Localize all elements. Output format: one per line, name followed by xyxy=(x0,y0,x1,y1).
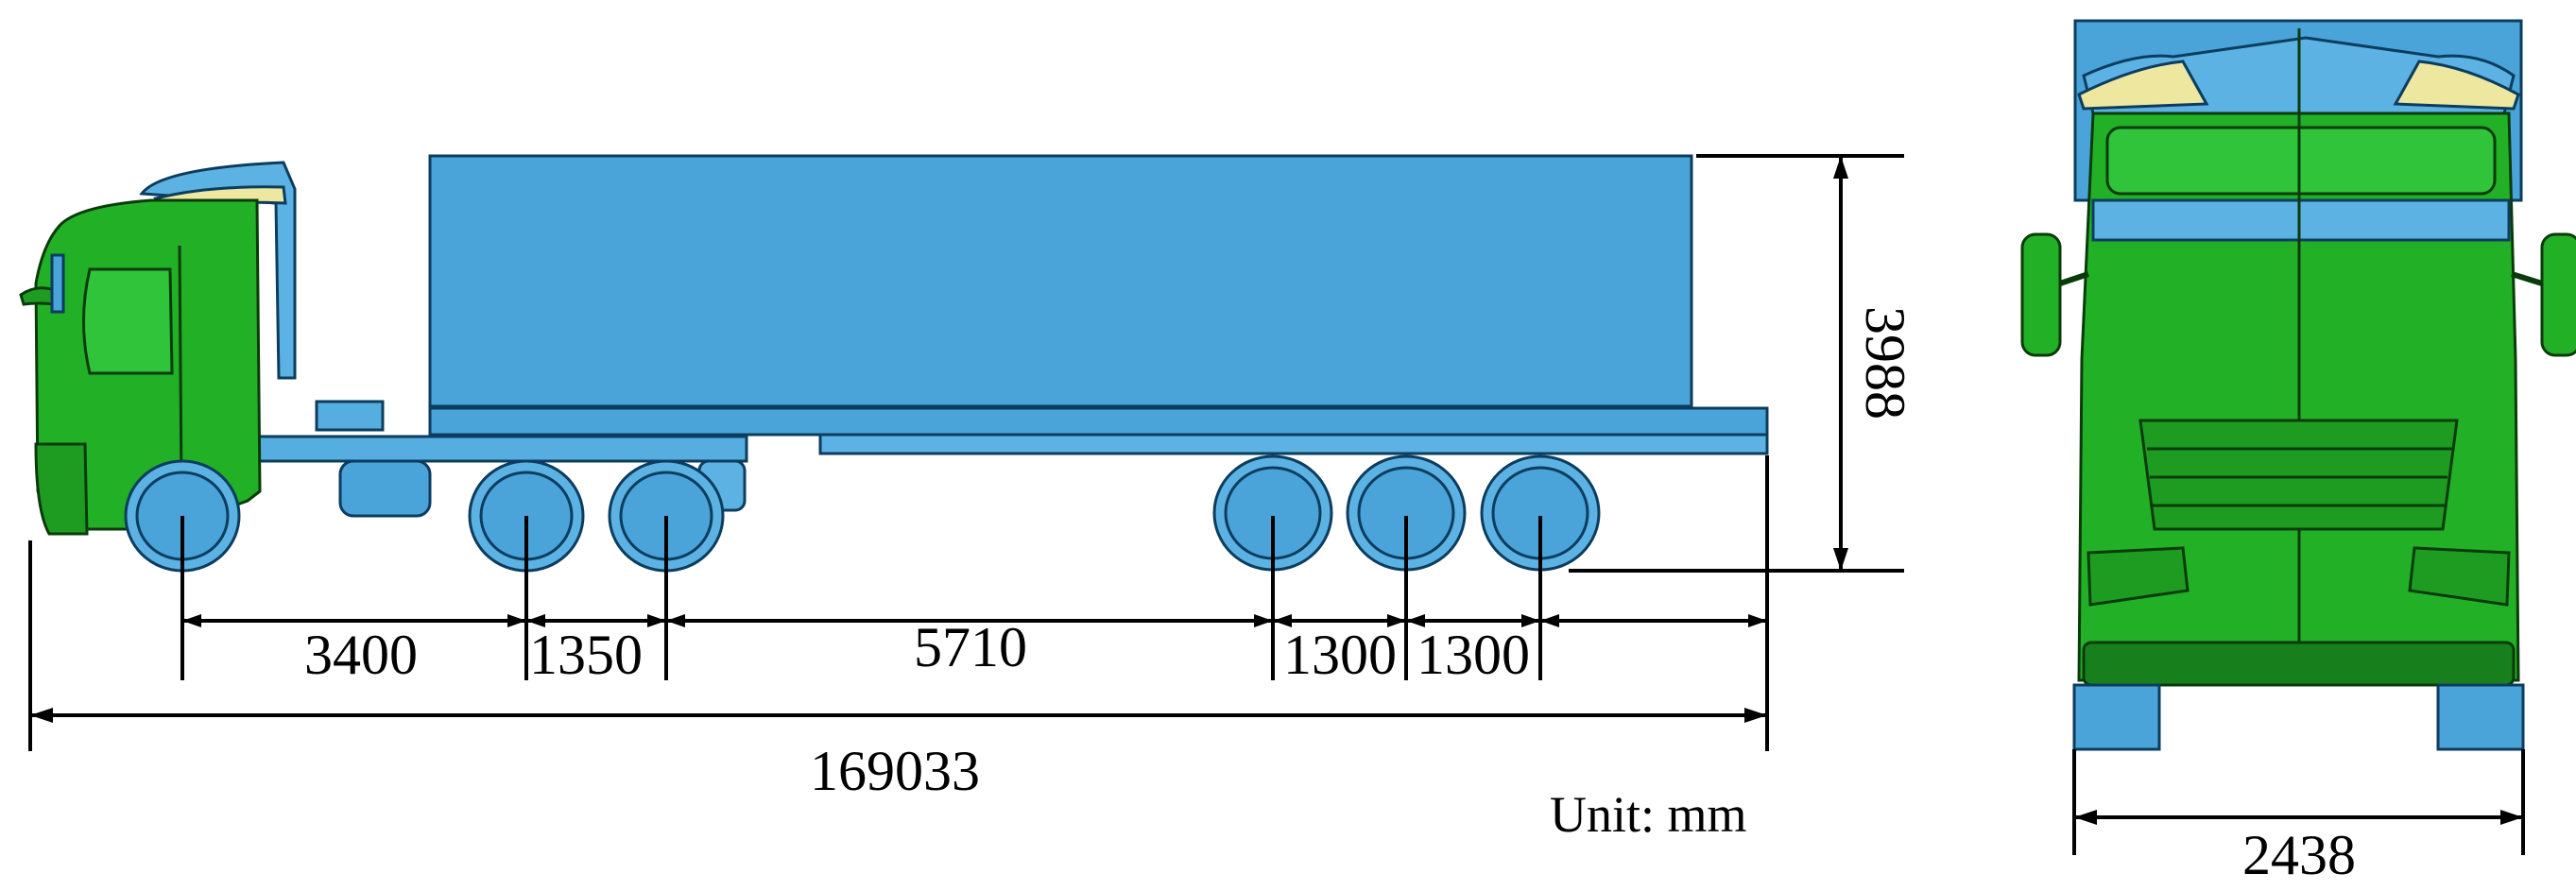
front-view-headlight-right xyxy=(2408,546,2511,607)
width-dimension-line xyxy=(2072,749,2525,855)
front-view-sun-visor xyxy=(2091,198,2511,242)
dim-label-height: 3988 xyxy=(1854,306,1916,420)
trailer-box xyxy=(428,154,1693,408)
cab-door-line xyxy=(178,245,183,492)
front-view-tyre-right xyxy=(2436,683,2525,751)
tractor-chassis xyxy=(253,435,748,463)
front-view-bumper xyxy=(2082,641,2516,687)
dim-label-5710: 5710 xyxy=(914,616,1027,678)
trailer-wheel-2 xyxy=(1346,454,1467,572)
dim-label-width: 2438 xyxy=(2242,824,2356,886)
mirror-arm xyxy=(50,253,65,314)
axle-spacing-dimension-line xyxy=(182,614,1767,627)
unit-label: Unit: mm xyxy=(1550,786,1747,843)
front-view-mirror-arm-left xyxy=(2059,271,2089,286)
trailer-wheel-3 xyxy=(1480,454,1601,572)
trailer-underframe xyxy=(428,406,1769,437)
front-view-headlight-left xyxy=(2087,546,2190,607)
dim-label-1350: 1350 xyxy=(529,624,643,686)
side-view: 3400 1350 5710 1300 1300 169033 3988 Uni… xyxy=(19,154,1916,843)
cab-front-bumper xyxy=(34,442,89,536)
overall-length-dimension-line xyxy=(30,708,1767,723)
dim-label-1300-a: 1300 xyxy=(1283,624,1397,686)
dim-label-3400: 3400 xyxy=(304,624,418,686)
height-dimension-line xyxy=(1569,154,1904,573)
front-view-mirror-arm-right xyxy=(2511,271,2543,286)
front-view-windshield xyxy=(2105,126,2497,196)
cab-window xyxy=(82,267,174,375)
front-view-mirror-right xyxy=(2540,232,2576,357)
front-view-mirror-left xyxy=(2020,232,2062,357)
fuel-tank xyxy=(338,459,432,518)
fifth-wheel xyxy=(315,400,385,432)
front-view-grille xyxy=(2138,419,2459,531)
front-view-roof-accent-right xyxy=(2393,60,2520,111)
dim-label-1300-b: 1300 xyxy=(1417,624,1530,686)
dim-label-overall-length: 169033 xyxy=(810,740,980,802)
front-view-roof-accent xyxy=(2077,60,2209,111)
front-view: 2438 xyxy=(2020,19,2576,886)
trailer-lower-beam xyxy=(818,433,1769,455)
cab-roof-spoiler xyxy=(139,161,297,380)
front-view-grille-bars xyxy=(2147,447,2452,507)
front-view-tyre-left xyxy=(2072,683,2161,751)
